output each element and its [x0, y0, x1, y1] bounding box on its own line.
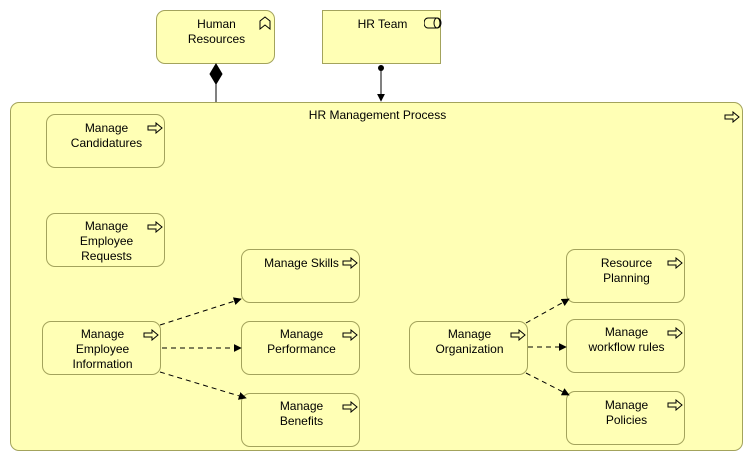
business-role-icon	[424, 17, 442, 29]
composition-relationship[interactable]	[209, 63, 223, 102]
manage-organization-node[interactable]: Manage Organization	[409, 321, 528, 375]
process-arrow-icon	[342, 329, 358, 341]
manage-employee-information-label: Manage Employee Information	[72, 327, 133, 371]
manage-performance-node[interactable]: Manage Performance	[241, 321, 360, 375]
process-arrow-icon	[342, 401, 358, 413]
hr-team-label: HR Team	[357, 17, 408, 31]
manage-candidatures-node[interactable]: Manage Candidatures	[46, 114, 165, 168]
manage-benefits-label: Manage Benefits	[279, 399, 324, 428]
resource-planning-label: Resource Planning	[600, 256, 653, 285]
process-arrow-icon	[342, 257, 358, 269]
flow-relationship[interactable]	[525, 298, 570, 324]
process-arrow-icon	[510, 329, 526, 341]
manage-employee-requests-label: Manage Employee Requests	[79, 219, 134, 263]
manage-skills-label: Manage Skills	[264, 256, 339, 270]
manage-benefits-node[interactable]: Manage Benefits	[241, 393, 360, 447]
process-arrow-icon	[667, 399, 683, 411]
manage-employee-information-node[interactable]: Manage Employee Information	[42, 321, 161, 375]
business-function-icon	[259, 16, 271, 30]
hr-team-node[interactable]: HR Team	[322, 10, 442, 64]
manage-policies-label: Manage Policies	[604, 398, 649, 427]
assignment-relationship[interactable]	[377, 65, 385, 102]
manage-performance-label: Manage Performance	[267, 327, 336, 356]
manage-employee-requests-node[interactable]: Manage Employee Requests	[46, 213, 165, 267]
process-arrow-icon	[143, 329, 159, 341]
manage-skills-node[interactable]: Manage Skills	[241, 249, 360, 303]
manage-candidatures-label: Manage Candidatures	[70, 121, 143, 150]
resource-planning-node[interactable]: Resource Planning	[566, 249, 685, 303]
human-resources-node[interactable]: Human Resources	[156, 10, 275, 64]
hr-management-process-label: HR Management Process	[308, 108, 447, 122]
process-arrow-icon	[667, 257, 683, 269]
process-arrow-icon	[724, 111, 740, 123]
manage-policies-node[interactable]: Manage Policies	[566, 391, 685, 445]
flow-relationship[interactable]	[159, 371, 247, 400]
process-arrow-icon	[667, 327, 683, 339]
human-resources-label: Human Resources	[187, 17, 246, 46]
process-arrow-icon	[147, 221, 163, 233]
manage-workflow-rules-node[interactable]: Manage workflow rules	[566, 319, 685, 373]
composition-diamond-icon	[209, 63, 223, 85]
flow-relationship[interactable]	[159, 297, 242, 326]
flow-relationship[interactable]	[525, 372, 570, 396]
process-arrow-icon	[147, 122, 163, 134]
manage-organization-label: Manage Organization	[435, 327, 504, 356]
manage-workflow-rules-label: Manage workflow rules	[588, 325, 665, 354]
